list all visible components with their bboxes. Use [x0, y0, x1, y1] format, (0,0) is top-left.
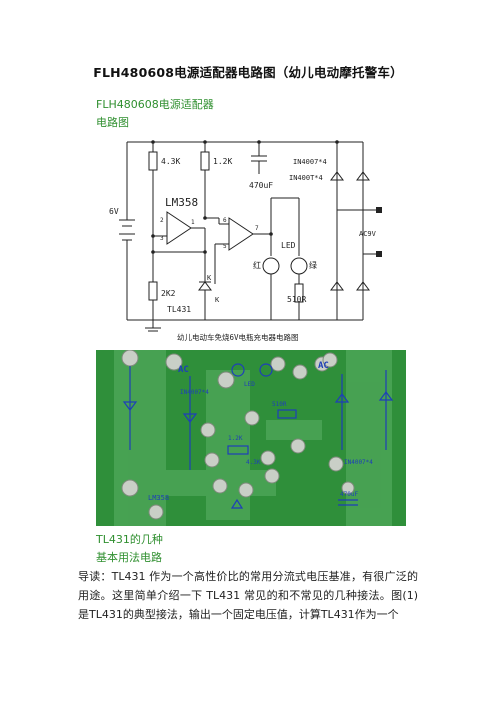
label-k-2: K — [215, 296, 220, 304]
page-title: FLH480608电源适配器电路图（幼儿电动摩托警车） — [93, 65, 403, 80]
photo-label-1-2k: 1.2K — [228, 435, 243, 442]
label-diode-2: IN400T*4 — [289, 174, 323, 182]
label-led-red: 红 — [253, 260, 261, 270]
label-k-1: K — [207, 274, 212, 282]
label-tl431: TL431 — [167, 305, 191, 314]
label-r4: 510R — [287, 295, 306, 304]
label-led: LED — [281, 241, 296, 250]
charger-schematic: 4.3K 1.2K 470uF IN4007*4 IN400T*4 LM358 … — [105, 134, 395, 344]
label-pin7: 7 — [255, 225, 259, 232]
intro-paragraph: 导读：TL431 作为一个高性价比的常用分流式电压基准，有很广泛的用途。这里简单… — [78, 570, 418, 621]
label-battery: 6V — [109, 207, 119, 216]
label-ic: LM358 — [165, 196, 198, 209]
photo-label-ic: LM358 — [148, 494, 169, 502]
subtitle-adapter: FLH480608电源适配器 — [96, 98, 214, 111]
subtitle-circuit: 电路图 — [96, 116, 129, 129]
label-r2: 1.2K — [213, 157, 232, 166]
photo-label-ac-left: AC — [178, 365, 189, 375]
label-pin1: 1 — [191, 219, 195, 226]
label-pin3: 3 — [160, 235, 164, 242]
photo-label-diode-right: IN4007*4 — [344, 459, 373, 466]
section-basic-usage: 基本用法电路 — [96, 551, 162, 564]
photo-label-ac-right: AC — [318, 361, 329, 371]
photo-label-diode-left: IN4007*4 — [180, 389, 209, 396]
schematic-caption: 幼儿电动车免烧6V电瓶充电器电路图 — [177, 332, 299, 342]
label-pin5: 5 — [223, 243, 227, 250]
label-diode-1: IN4007*4 — [293, 158, 327, 166]
label-r3: 2K2 — [161, 289, 176, 298]
label-pin6: 6 — [223, 217, 227, 224]
photo-label-4-3k: 4.3K — [246, 459, 261, 466]
label-led-green: 绿 — [309, 261, 317, 270]
photo-label-cap: 470uF — [340, 491, 358, 498]
pcb-photo: AC AC IN4007*4 IN4007*4 LED 510R 1.2K 4.… — [96, 350, 406, 526]
photo-label-led: LED — [244, 381, 255, 388]
section-tl431: TL431的几种 — [96, 533, 163, 546]
label-ac: AC9V — [359, 230, 377, 238]
photo-label-510r: 510R — [272, 401, 287, 408]
label-pin2: 2 — [160, 217, 164, 224]
label-cap: 470uF — [249, 181, 273, 190]
label-r1: 4.3K — [161, 157, 180, 166]
